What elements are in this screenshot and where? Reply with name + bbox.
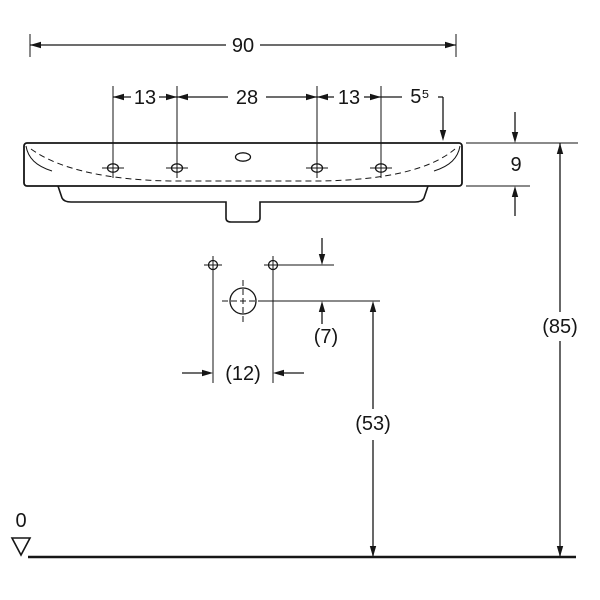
arrowhead <box>317 93 328 101</box>
tap-hole-marker-3 <box>306 158 328 178</box>
dim-overall-width: 90 <box>29 34 457 57</box>
dim-label-outlet-height: (53) <box>355 413 391 435</box>
arrowhead-down <box>556 546 564 557</box>
inner-bowl-left-edge <box>25 145 53 172</box>
arrowhead-up <box>511 186 519 197</box>
arrowhead-left <box>30 41 41 49</box>
dim-label-overall-width: 90 <box>232 35 254 57</box>
arrowhead-right <box>445 41 456 49</box>
datum-zero: 0 <box>10 510 32 557</box>
tap-hole-marker-1 <box>102 158 124 178</box>
dim-tap-edge-offset: 5⁵ <box>381 86 447 141</box>
basin-rim-outline <box>23 142 463 187</box>
datum-triangle-icon <box>10 537 32 557</box>
dim-tap-hole-spacing: 13 28 13 <box>112 86 382 158</box>
arrowhead-right <box>202 369 213 377</box>
outlet-circle <box>229 287 257 315</box>
arrowhead-down <box>369 546 377 557</box>
dim-label-floor-to-rim: (85) <box>542 316 578 338</box>
fixing-hole-marker-right <box>264 256 282 274</box>
fixing-hole-marker-left <box>204 256 222 274</box>
dim-label-tap-edge-offset: 5⁵ <box>410 86 429 108</box>
arrowhead-up <box>369 301 377 312</box>
tap-hole-marker-2 <box>166 158 188 178</box>
outlet-marker <box>222 280 380 322</box>
dim-label-tap-spacing-center: 28 <box>236 87 258 109</box>
dim-label-tap-spacing-right: 13 <box>338 87 360 109</box>
dim-outlet-height: (53) <box>355 301 391 557</box>
arrowhead <box>370 93 381 101</box>
arrowhead-left <box>273 369 284 377</box>
arrowhead <box>166 93 177 101</box>
arrowhead-down <box>439 130 447 141</box>
basin-body-outline <box>57 185 429 223</box>
overflow-slot <box>234 152 252 162</box>
dim-height-floor-to-rim: (85) <box>542 143 578 557</box>
arrowhead <box>177 93 188 101</box>
arrowhead-up <box>556 143 564 154</box>
inner-bowl-right-edge <box>433 145 461 172</box>
dim-fixing-vertical-offset: (7) <box>314 238 338 348</box>
arrowhead-down <box>318 254 326 265</box>
arrowhead <box>113 93 124 101</box>
dim-label-tap-spacing-left: 13 <box>134 87 156 109</box>
dim-label-fixing-spacing: (12) <box>225 363 261 385</box>
arrowhead-down <box>511 132 519 143</box>
fixing-holes <box>204 256 334 274</box>
dim-label-fixing-offset: (7) <box>314 326 338 348</box>
dim-label-rim-height: 9 <box>510 154 521 176</box>
arrowhead <box>306 93 317 101</box>
inner-bowl-hidden-edge <box>30 148 456 182</box>
washbasin-front-view <box>23 142 463 223</box>
dim-rim-height: 9 <box>466 112 578 216</box>
dim-fixing-spacing: (12) <box>182 272 304 385</box>
tap-hole-marker-4 <box>370 158 392 178</box>
arrowhead-up <box>318 301 326 312</box>
datum-zero-label: 0 <box>15 510 26 532</box>
